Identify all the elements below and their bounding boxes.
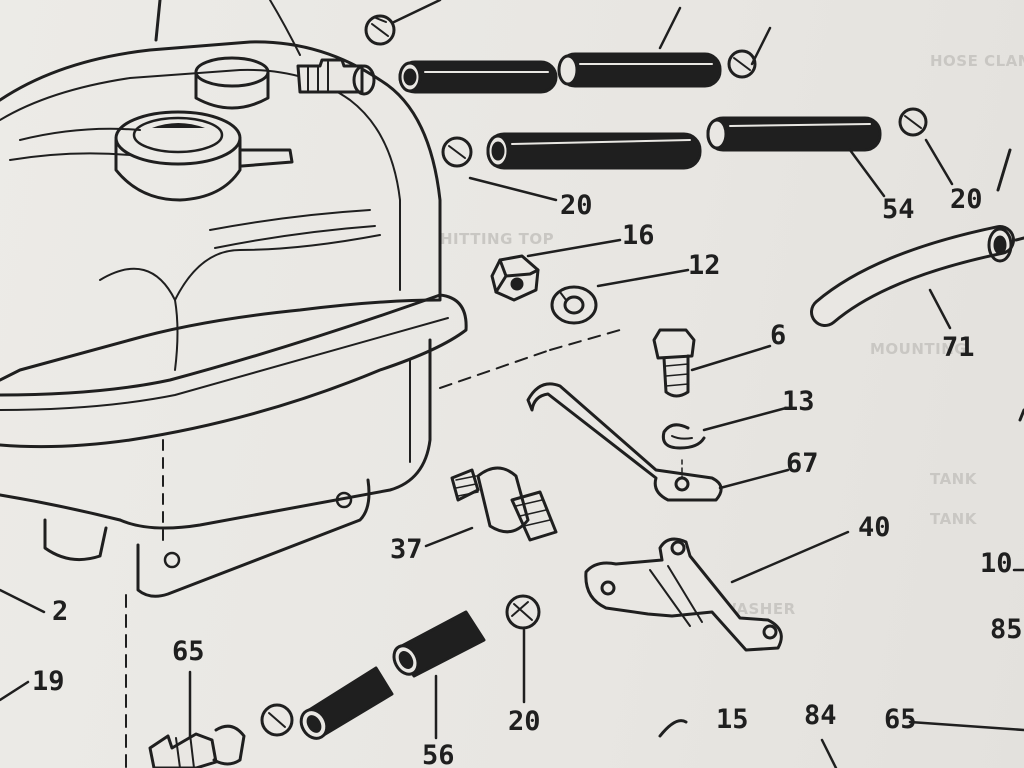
callout-56: 56 — [422, 740, 455, 768]
bleed-through-text: HITTING TOP — [440, 230, 555, 248]
oil-tank — [0, 40, 621, 768]
edge-fragment — [1018, 408, 1024, 422]
lock-washer — [550, 285, 598, 325]
hose-fitting-nipple — [154, 0, 376, 96]
hose-fitting-lower — [148, 724, 246, 768]
callout-65-right: 65 — [884, 704, 917, 735]
bleed-through-text: HOSE CLAMP — [930, 52, 1024, 70]
callout-13: 13 — [782, 386, 815, 417]
tank-strap-bracket — [526, 382, 723, 502]
bleed-through-text: WASHER — [720, 600, 796, 618]
callout-65-left: 65 — [172, 636, 205, 667]
callout-37: 37 — [390, 534, 423, 565]
oil-hose-curved — [810, 225, 1024, 327]
callout-15: 15 — [716, 704, 749, 735]
callout-20-right: 20 — [950, 184, 983, 215]
hex-nut — [490, 254, 540, 302]
oil-hose-lower — [299, 610, 486, 740]
oil-hose-upper — [398, 52, 722, 94]
callout-16: 16 — [622, 220, 655, 251]
bleed-through-text: TANK — [930, 510, 977, 528]
callout-84: 84 — [804, 700, 837, 731]
hex-bolt — [652, 328, 696, 398]
callout-6: 6 — [770, 320, 787, 351]
callout-85: 85 — [990, 614, 1023, 645]
hose-clamp — [260, 14, 928, 737]
callout-19: 19 — [32, 666, 65, 697]
callout-71: 71 — [942, 332, 975, 363]
oil-hose-middle — [486, 116, 882, 170]
e-clip — [661, 423, 706, 450]
hose-fragment — [658, 719, 688, 738]
callout-54: 54 — [882, 194, 915, 225]
callout-40: 40 — [858, 512, 891, 543]
bleed-through-text: TANK — [930, 470, 977, 488]
callout-67: 67 — [786, 448, 819, 479]
rubber-mount-stud — [450, 466, 558, 542]
callout-10: 10 — [980, 548, 1013, 579]
callout-20-middle: 20 — [560, 190, 593, 221]
callout-20-bottom: 20 — [508, 706, 541, 737]
mounting-bracket — [584, 537, 783, 652]
callout-12: 12 — [688, 250, 721, 281]
callout-2: 2 — [52, 596, 69, 627]
hose-fragment — [996, 148, 1012, 192]
bleed-through-text: MOUNTING — [870, 340, 968, 358]
